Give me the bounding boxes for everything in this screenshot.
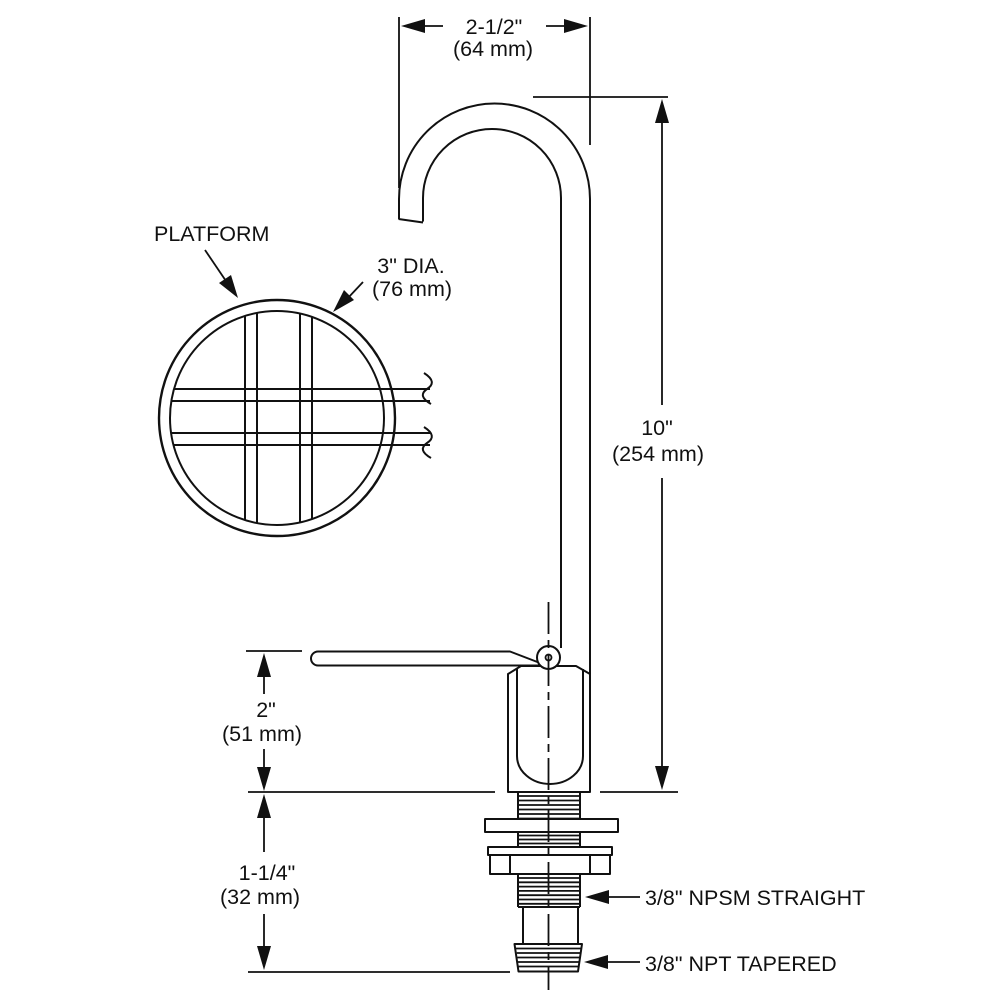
dimension-spout-reach: 2-1/2" (64 mm) <box>398 15 591 188</box>
dim-handle-clearance-imperial: 2" <box>256 698 276 722</box>
break-symbol-icon <box>421 426 433 459</box>
npsm-callout: 3/8" NPSM STRAIGHT <box>585 886 865 910</box>
dim-handle-clearance-metric: (51 mm) <box>222 722 302 746</box>
dim-spout-reach-imperial: 2-1/2" <box>466 15 523 39</box>
platform-inner-ring <box>169 310 385 526</box>
platform-outer-ring <box>157 298 397 538</box>
arrowhead-left-icon <box>401 19 425 33</box>
platform-label: PLATFORM <box>154 222 269 246</box>
npt-callout: 3/8" NPT TAPERED <box>584 952 837 976</box>
dim-overall-height-metric: (254 mm) <box>612 442 704 466</box>
dim-shank-length-metric: (32 mm) <box>220 885 300 909</box>
npt-thread-label: 3/8" NPT TAPERED <box>645 952 837 976</box>
dimension-overall-height: 10" (254 mm) <box>533 96 704 790</box>
dim-shank-length-imperial: 1-1/4" <box>239 861 296 885</box>
leader-arrowhead-icon <box>333 290 354 312</box>
arrowhead-right-icon <box>564 19 588 33</box>
platform-top-view <box>157 298 433 538</box>
mounting-shank <box>484 792 619 973</box>
faucet-body <box>507 665 591 793</box>
leader-arrowhead-icon <box>219 275 238 298</box>
dimension-shank-length: 1-1/4" (32 mm) <box>220 794 510 973</box>
platform-grid <box>171 313 430 523</box>
arrowhead-up-icon <box>257 794 271 818</box>
arrowhead-up-icon <box>257 653 271 677</box>
platform-diameter-callout: 3" DIA. (76 mm) <box>333 254 452 312</box>
platform-callout: PLATFORM <box>154 222 269 298</box>
thread-section-npsm <box>517 874 581 908</box>
arrowhead-down-icon <box>257 946 271 970</box>
dim-platform-diameter-imperial: 3" DIA. <box>377 254 444 278</box>
lock-washer-plate <box>487 846 613 856</box>
arrowhead-up-icon <box>655 99 669 123</box>
dim-overall-height-imperial: 10" <box>641 416 673 440</box>
dim-platform-diameter-metric: (76 mm) <box>372 277 452 301</box>
body-inner-contour <box>516 669 584 785</box>
leader-arrowhead-icon <box>584 955 608 969</box>
break-symbol-icon <box>421 372 433 405</box>
spout-outline <box>398 102 591 676</box>
shank-smooth-section <box>522 907 579 944</box>
hex-nut <box>489 854 611 875</box>
handle-lever <box>310 650 541 667</box>
dimension-handle-clearance: 2" (51 mm) <box>222 650 302 791</box>
spout-tip-edge <box>398 218 424 224</box>
washer <box>484 818 619 833</box>
npsm-thread-label: 3/8" NPSM STRAIGHT <box>645 886 865 910</box>
dim-spout-reach-metric: (64 mm) <box>453 37 533 61</box>
arrowhead-down-icon <box>257 767 271 791</box>
leader-arrowhead-icon <box>585 890 609 904</box>
arrowhead-down-icon <box>655 766 669 790</box>
